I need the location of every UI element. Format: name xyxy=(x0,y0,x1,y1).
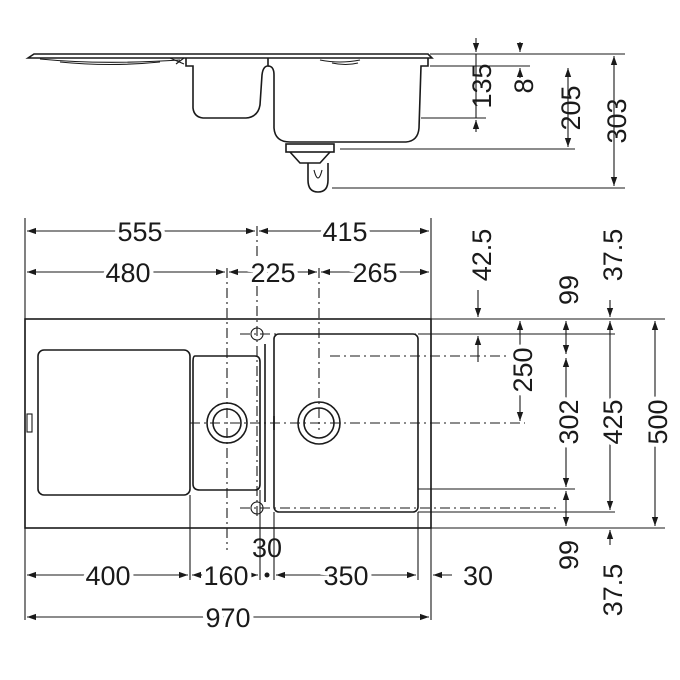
side-view: 135 8 205 303 xyxy=(25,38,632,193)
side-view-large-bowl xyxy=(267,58,429,143)
dim-400: 400 xyxy=(85,561,130,591)
dim-225: 225 xyxy=(250,258,295,288)
small-bowl xyxy=(192,355,261,491)
side-view-drain-outlet xyxy=(285,143,335,193)
overflow-slot xyxy=(26,413,33,433)
dim-480: 480 xyxy=(105,258,150,288)
dim-37-5-top: 37.5 xyxy=(598,229,628,282)
top-view-extension-lines xyxy=(24,218,665,620)
dim-8: 8 xyxy=(509,78,539,93)
dim-30-center: 30 xyxy=(252,533,282,563)
side-view-deck xyxy=(25,53,434,59)
dim-250: 250 xyxy=(508,347,538,392)
dim-425: 425 xyxy=(598,399,628,444)
dim-555: 555 xyxy=(117,217,162,247)
dim-135: 135 xyxy=(467,63,497,108)
dim-970: 970 xyxy=(205,603,250,633)
side-view-extension-lines xyxy=(332,53,625,189)
side-view-ribs xyxy=(39,57,361,66)
dim-500: 500 xyxy=(643,399,673,444)
dim-99-top: 99 xyxy=(554,275,584,305)
top-view-dim-lines xyxy=(27,227,452,621)
dim-303: 303 xyxy=(602,98,632,143)
side-view-small-bowl xyxy=(185,58,269,119)
dim-350: 350 xyxy=(323,561,368,591)
dim-160: 160 xyxy=(203,561,248,591)
dim-265: 265 xyxy=(352,258,397,288)
dim-42-5: 42.5 xyxy=(467,229,497,282)
top-view: 555 415 480 225 265 30 400 160 350 30 97… xyxy=(24,213,677,637)
dim-37-5-bottom: 37.5 xyxy=(598,564,628,617)
dim-99-bottom: 99 xyxy=(554,540,584,570)
side-view-dim-lines xyxy=(472,38,618,186)
dim-30-right: 30 xyxy=(463,561,493,591)
top-view-vertical-dim-lines xyxy=(474,290,659,545)
dim-205: 205 xyxy=(556,85,586,130)
dim-302: 302 xyxy=(554,399,584,444)
drainboard xyxy=(37,349,191,496)
dim-415: 415 xyxy=(322,217,367,247)
